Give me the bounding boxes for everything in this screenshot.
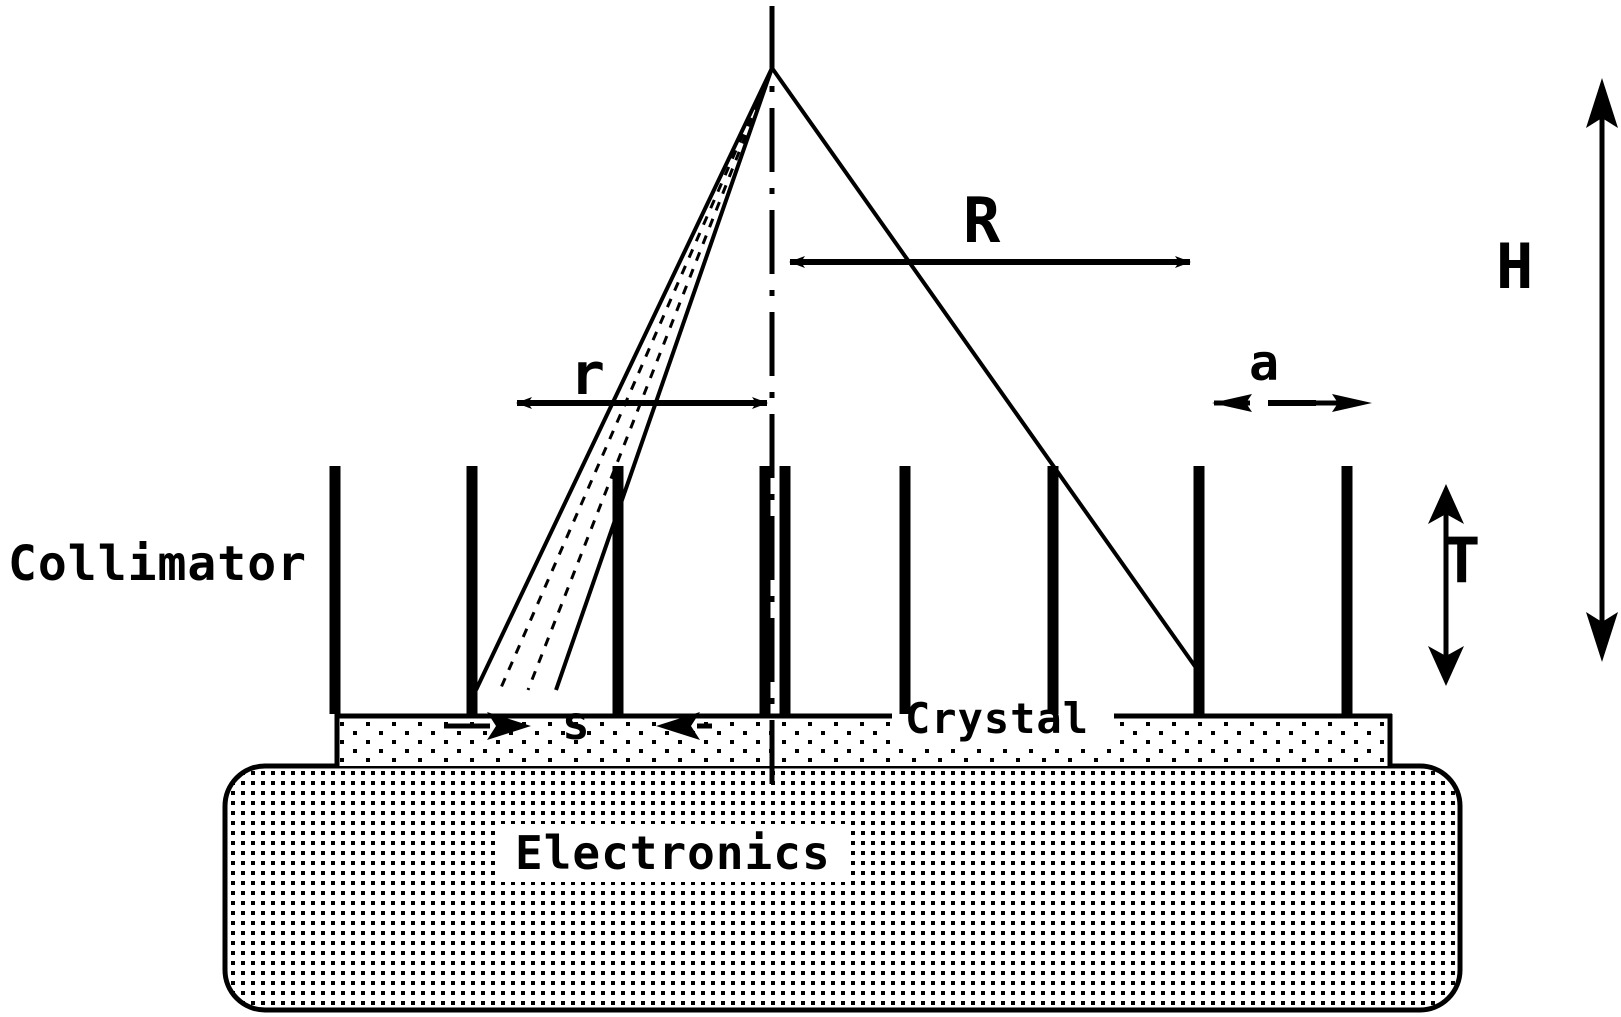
dimension-T-arrow-up	[1428, 484, 1464, 524]
crystal-label-backdrop	[892, 694, 1114, 744]
ray-left-inner	[554, 67, 774, 691]
electronics-label: Electronics	[515, 826, 831, 880]
dimension-a	[1212, 394, 1372, 412]
ray-fan-dashed-2	[526, 67, 774, 691]
dimension-a-arrow-right	[1332, 394, 1372, 412]
dimension-T	[1428, 484, 1464, 686]
dimension-H	[1586, 78, 1618, 662]
electronics-label-backdrop	[500, 824, 850, 882]
crystal-label: Crystal	[905, 694, 1090, 743]
dimension-T-arrow-down	[1428, 646, 1464, 686]
dimension-r-label: r	[570, 340, 605, 408]
dimension-H-arrow-up	[1586, 78, 1618, 128]
dimension-s	[444, 712, 712, 740]
ray-left-outer	[474, 67, 774, 691]
ray-right-outer	[770, 66, 1201, 674]
dimension-a-label: a	[1249, 334, 1280, 392]
dimension-s-label: s	[562, 696, 590, 750]
dimension-T-label: T	[1443, 524, 1481, 597]
electronics-body	[222, 763, 1463, 1013]
dimension-H-arrow-down	[1586, 612, 1618, 662]
dimension-s-arrow-right	[656, 712, 700, 740]
electronics-block	[222, 763, 1463, 1013]
collimator-septa	[329, 466, 1353, 714]
collimator-label: Collimator	[8, 536, 307, 592]
dimension-s-arrow-left	[487, 712, 531, 740]
dimension-H-label: H	[1496, 230, 1534, 303]
ray-fan-dashed-1	[498, 67, 774, 691]
dimension-R-label: R	[963, 184, 1001, 257]
ray-lines	[474, 66, 1201, 691]
